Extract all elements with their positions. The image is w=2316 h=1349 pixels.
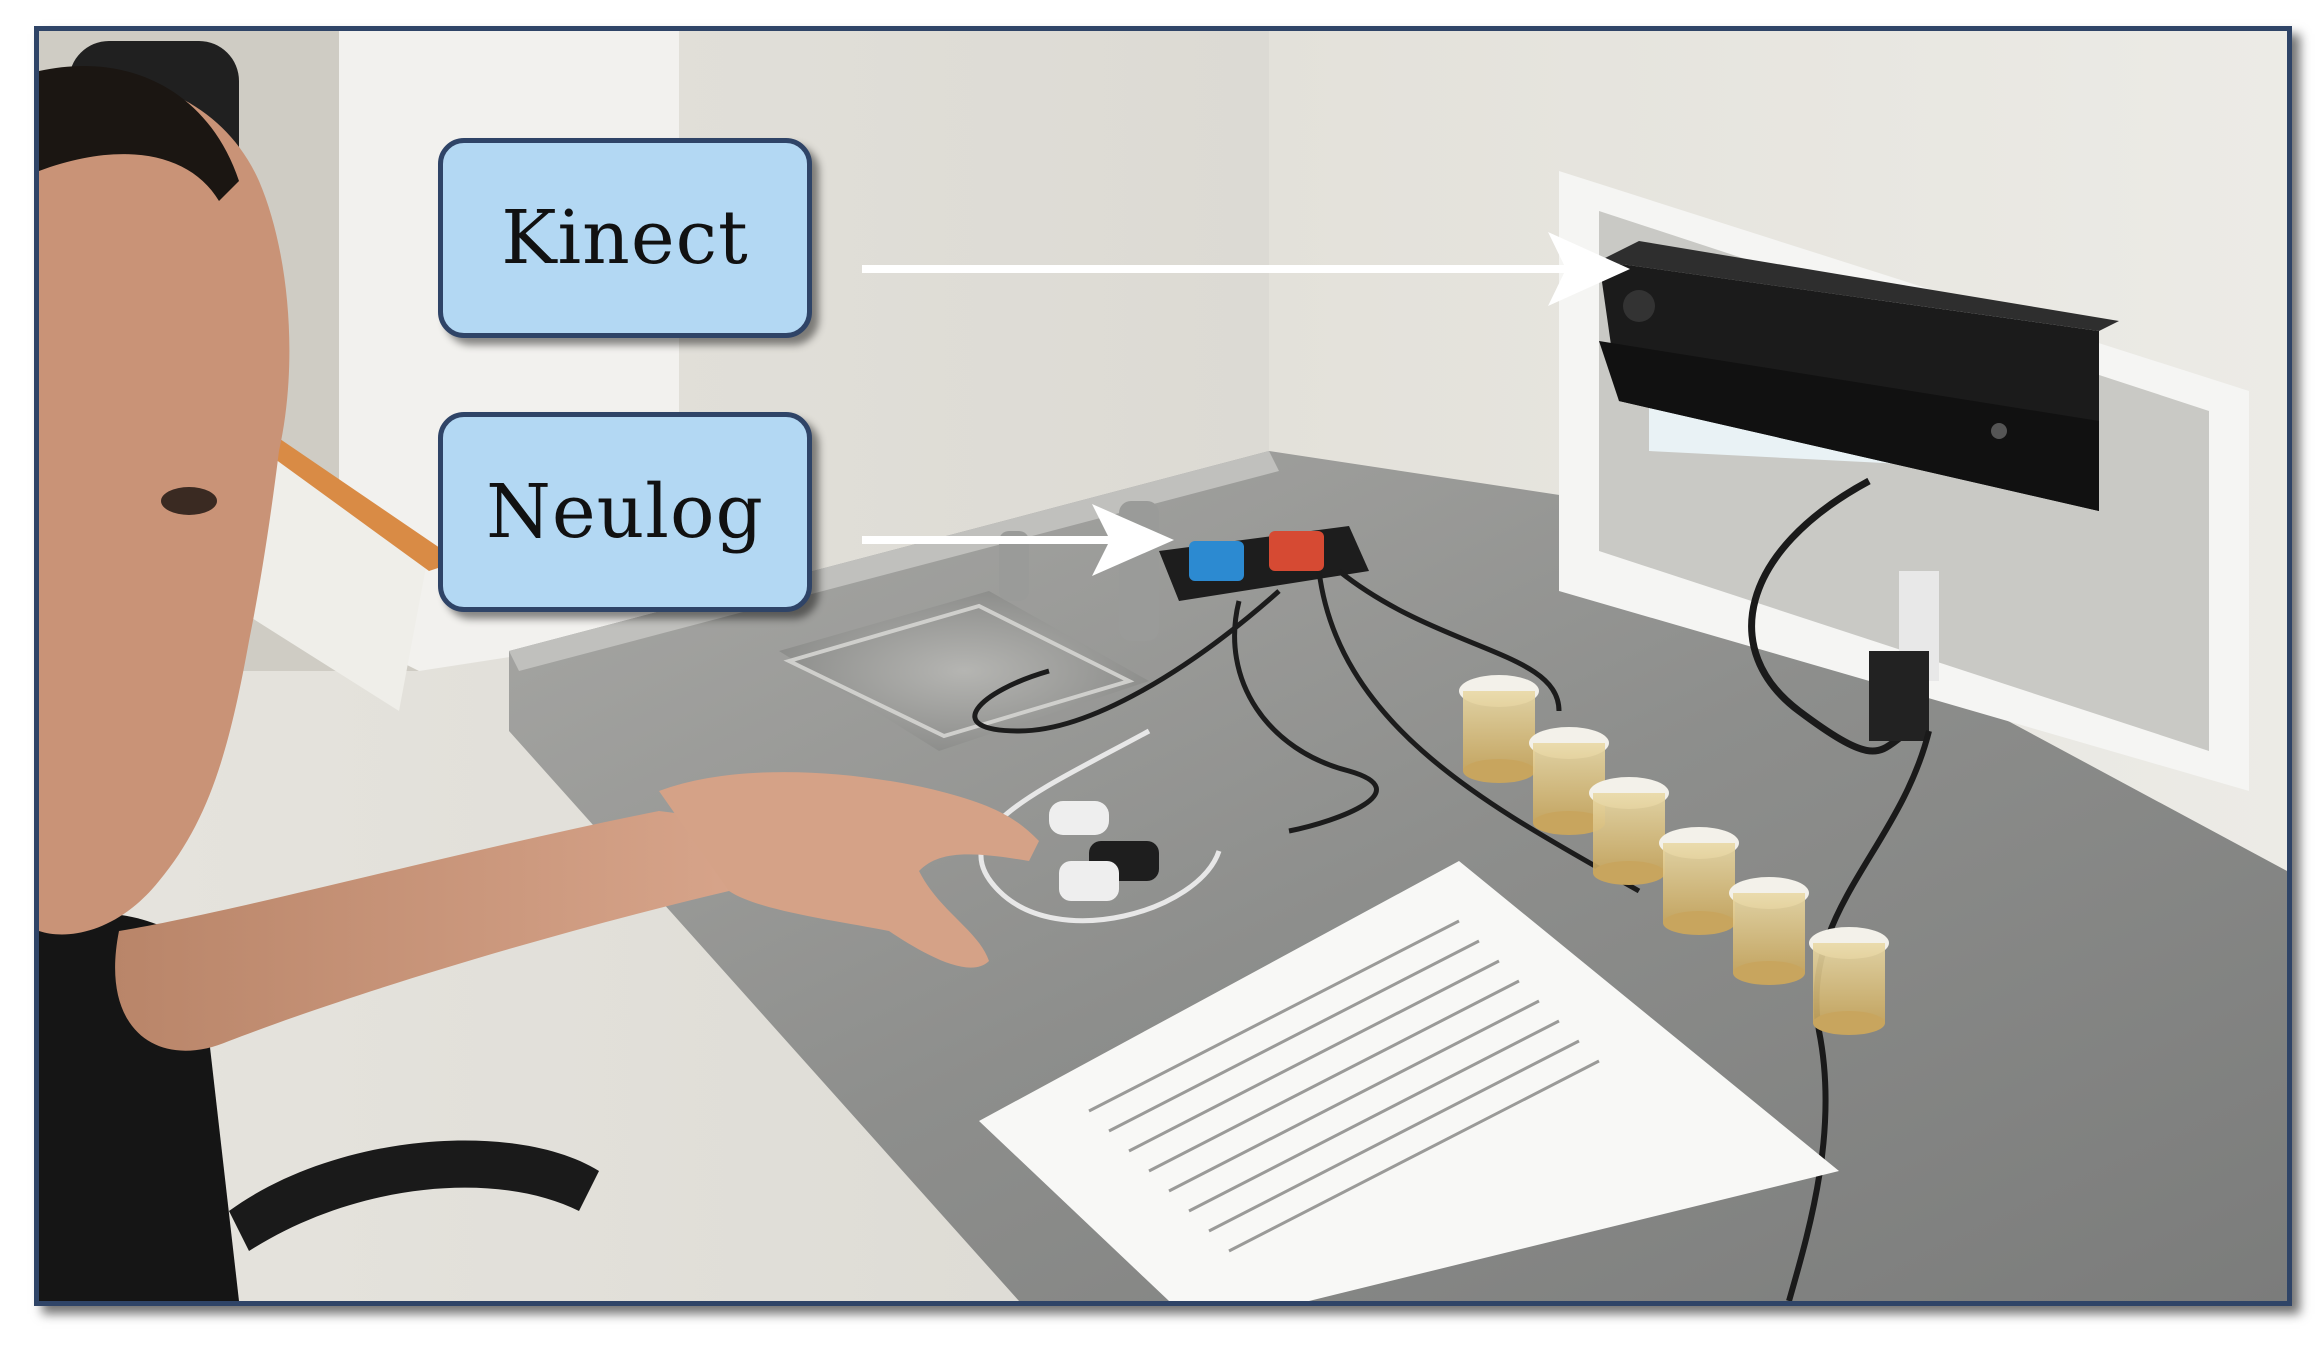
sample-cups <box>1459 675 1889 1035</box>
kinect-label: Kinect <box>438 138 812 338</box>
questionnaire-sheet <box>979 861 1839 1301</box>
kinect-label-text: Kinect <box>501 195 749 281</box>
participant <box>39 65 1159 1301</box>
lab-photo <box>39 31 2287 1301</box>
photo-frame <box>34 26 2292 1306</box>
neulog-label-text: Neulog <box>486 469 764 555</box>
neulog-label: Neulog <box>438 412 812 612</box>
